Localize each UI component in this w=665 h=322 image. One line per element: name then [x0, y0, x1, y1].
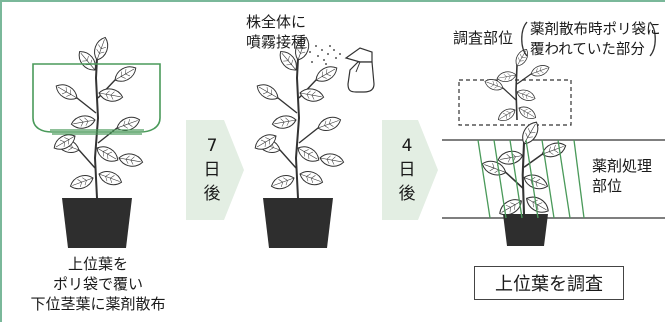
step2-pot: [263, 198, 333, 248]
survey-label: 調査部位: [453, 29, 514, 47]
step1-caption-line: 下位茎葉に薬剤散布: [30, 295, 166, 313]
treated-label: 薬剤処理 部位: [592, 156, 652, 196]
survey-dashed-box: [458, 79, 572, 126]
step1-caption: 上位葉を ポリ袋で覆い 下位茎葉に薬剤散布: [18, 254, 178, 314]
result-box: 上位葉を調査: [474, 266, 624, 300]
arrow1-label-line: 7: [206, 136, 218, 156]
survey-note: 薬剤散布時ポリ袋に 覆われていた部分: [530, 20, 661, 60]
arrow2-label-line: 日: [398, 160, 416, 180]
arrow1-shape: [186, 120, 244, 220]
step1-poly-bag: [32, 63, 161, 133]
survey-note-line: 薬剤散布時ポリ袋に: [530, 22, 661, 38]
note-right-paren: [649, 21, 656, 57]
arrow2-label-line: 4: [401, 136, 413, 156]
step1-pot: [62, 198, 132, 248]
survey-note-line: 覆われていた部分: [530, 42, 645, 58]
step3-pot: [503, 214, 548, 246]
note-left-paren: [521, 21, 528, 57]
arrow1-label-line: 後: [203, 184, 221, 204]
step2-plant: [252, 35, 344, 248]
sprayer-icon: [309, 45, 375, 93]
step3-plant: [480, 119, 568, 246]
treated-label-line: 部位: [592, 177, 623, 195]
arrow2-shape: [382, 120, 438, 220]
step2-caption-line: 株全体に: [246, 13, 307, 31]
arrow2-label: 4 日 後: [394, 134, 420, 206]
step2-caption-line: 噴霧接種: [246, 33, 307, 51]
arrow1-label: 7 日 後: [199, 134, 225, 206]
step1-caption-line: ポリ袋で覆い: [52, 275, 143, 293]
step1-caption-line: 上位葉を: [67, 255, 128, 273]
step2-caption: 株全体に 噴霧接種: [246, 12, 306, 52]
step1-plant: [32, 35, 161, 248]
treated-label-line: 薬剤処理: [592, 157, 653, 175]
arrow1-label-line: 日: [203, 160, 221, 180]
arrow2-label-line: 後: [398, 184, 416, 204]
treated-hatch: [477, 139, 585, 219]
